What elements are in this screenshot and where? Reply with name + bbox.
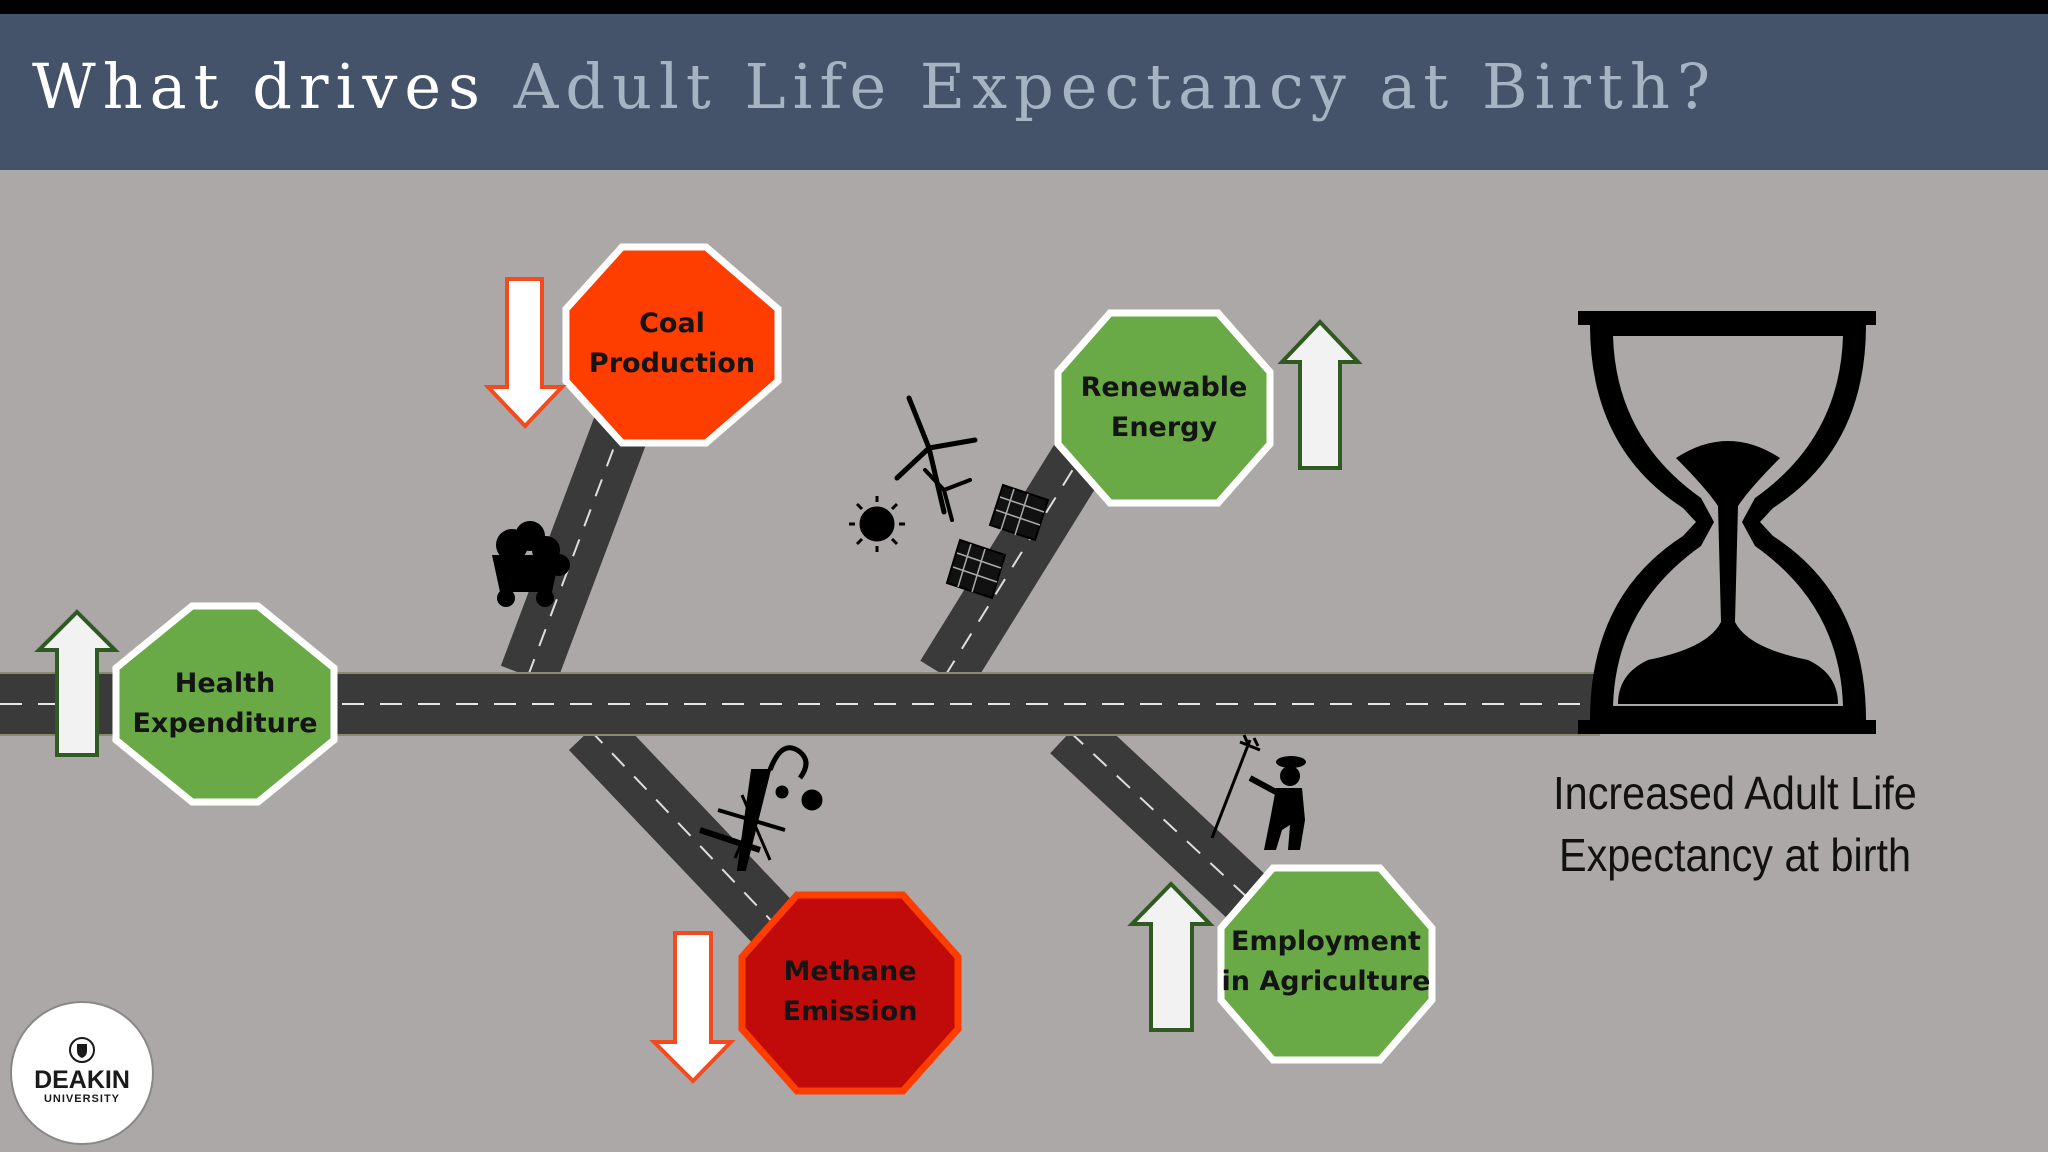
outcome-caption: Increased Adult Life Expectancy at birth bbox=[1506, 762, 1965, 886]
page-title: What drives Adult Life Expectancy at Bir… bbox=[32, 56, 1717, 118]
outcome-caption-line1: Increased Adult Life bbox=[1553, 767, 1917, 819]
renewable-energy-sign: Renewable Energy bbox=[1054, 309, 1274, 507]
road-branch-renewable bbox=[920, 434, 1110, 692]
increase-arrow-agriculture bbox=[1127, 881, 1215, 1032]
farmer-icon bbox=[1210, 734, 1306, 850]
header-bar: What drives Adult Life Expectancy at Bir… bbox=[0, 14, 2048, 170]
sign-label-line2: in Agriculture bbox=[1222, 966, 1431, 997]
sign-label-line2: Production bbox=[589, 348, 755, 379]
decrease-arrow-coal bbox=[483, 277, 567, 429]
title-lead: What drives bbox=[32, 50, 487, 123]
methane-emission-sign: Methane Emission bbox=[738, 891, 962, 1095]
road-branch-methane bbox=[568, 710, 802, 950]
road-branch-coal bbox=[500, 407, 653, 687]
wind-turbine-icon bbox=[894, 395, 978, 522]
deakin-logo: DEAKIN UNIVERSITY bbox=[10, 1001, 154, 1145]
sign-label-line2: Energy bbox=[1111, 412, 1218, 443]
crest-icon bbox=[69, 1037, 95, 1063]
hourglass-icon bbox=[1578, 311, 1876, 734]
sign-label-line2: Expenditure bbox=[132, 708, 317, 739]
health-expenditure-sign: Health Expenditure bbox=[112, 602, 338, 806]
sign-label-line1: Coal bbox=[639, 308, 705, 339]
sign-label-line1: Employment bbox=[1231, 926, 1421, 957]
coal-production-sign: Coal Production bbox=[562, 243, 782, 447]
sign-label-line1: Methane bbox=[783, 956, 916, 987]
logo-subtitle: UNIVERSITY bbox=[43, 1093, 120, 1105]
outcome-caption-line2: Expectancy at birth bbox=[1558, 829, 1912, 881]
coal-cart-icon bbox=[492, 521, 570, 607]
logo-name: DEAKIN bbox=[34, 1066, 130, 1094]
employment-in-agriculture-sign: Employment in Agriculture bbox=[1217, 864, 1436, 1064]
top-bar bbox=[0, 0, 2048, 14]
road-branch-agriculture bbox=[1050, 710, 1270, 922]
sign-label-line1: Health bbox=[175, 668, 276, 699]
solar-panel-icon bbox=[945, 483, 1050, 600]
sign-label-line1: Renewable bbox=[1081, 372, 1248, 403]
sign-label-line2: Emission bbox=[783, 996, 918, 1027]
oil-rig-icon bbox=[699, 745, 823, 871]
sun-icon bbox=[849, 496, 905, 552]
title-accent: Adult Life Expectancy at Birth? bbox=[513, 50, 1718, 123]
increase-arrow-health bbox=[34, 609, 120, 757]
decrease-arrow-methane bbox=[649, 931, 736, 1084]
increase-arrow-renewable bbox=[1277, 319, 1363, 470]
